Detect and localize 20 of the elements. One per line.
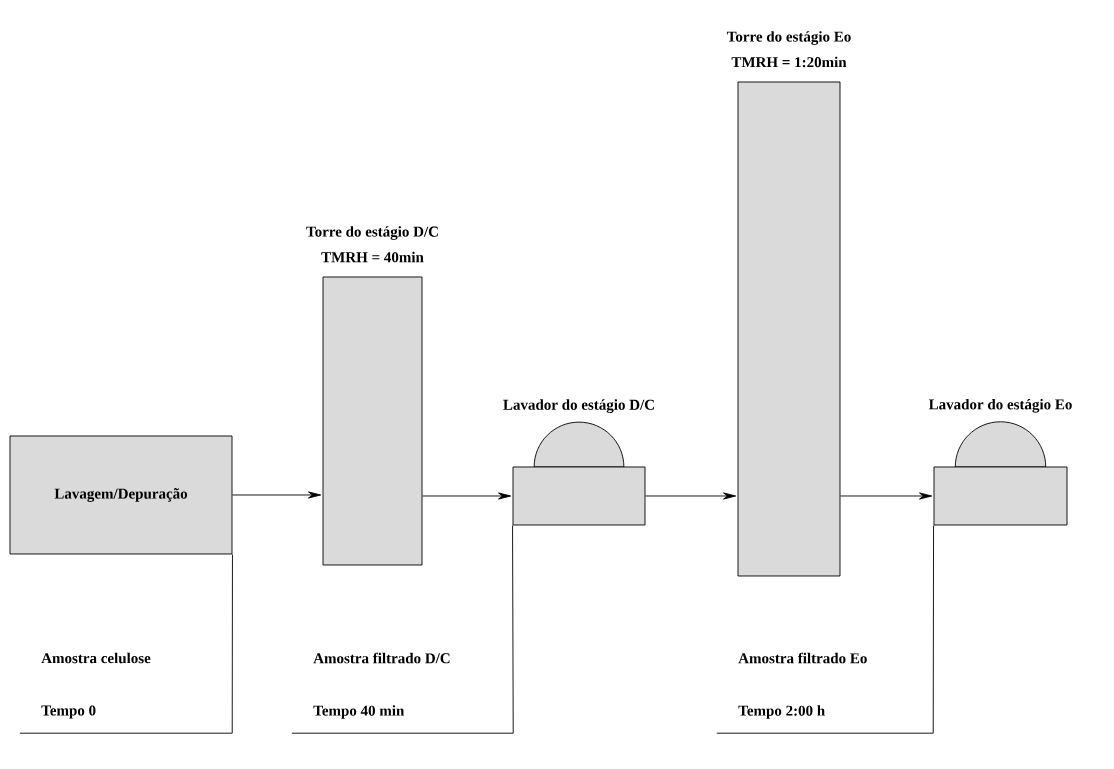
washer-label: Lavador do estágio Eo <box>928 398 1072 413</box>
sample-label: Amostra filtrado Eo <box>738 652 867 664</box>
sample-label: Amostra celulose <box>41 652 151 664</box>
arrow <box>232 491 322 499</box>
washer-label: Lavador do estágio D/C <box>503 399 654 413</box>
process-box: Lavagem/Depuração <box>9 435 233 555</box>
sampling-line <box>291 525 514 734</box>
tower-label: TMRH = 1:20min <box>731 56 847 68</box>
sample-label: Tempo 40 min <box>313 705 405 719</box>
sample-label: Tempo 0 <box>41 705 96 719</box>
arrow <box>645 492 737 500</box>
tower-label: Torre do estágio D/C <box>306 226 438 240</box>
arrow <box>422 492 512 500</box>
sample-label: Tempo 2:00 h <box>738 705 825 719</box>
tower-label: Torre do estágio Eo <box>726 31 851 45</box>
sampling-line <box>19 554 233 734</box>
arrow <box>840 492 933 500</box>
sample-label: Amostra filtrado D/C <box>313 652 450 664</box>
sampling-line <box>716 525 934 734</box>
tower-label: TMRH = 40min <box>321 251 424 263</box>
